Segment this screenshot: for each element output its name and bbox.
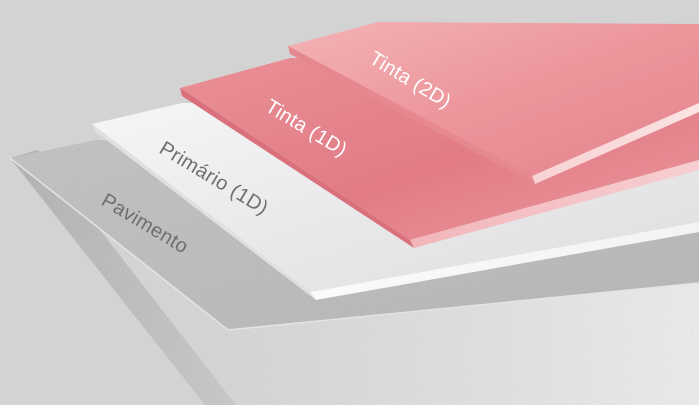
pavimento-edge	[9, 157, 699, 331]
tinta2-side-face	[288, 46, 535, 184]
primario-side-face	[92, 124, 316, 300]
pavimento-front-face	[228, 283, 699, 405]
tinta2-front-face	[532, 103, 699, 184]
layer-tinta2	[288, 22, 699, 184]
primario-front-face	[310, 222, 699, 300]
tinta1-front-face	[410, 160, 699, 248]
pavimento-left-face	[10, 150, 236, 405]
tinta2-top-face	[288, 22, 699, 176]
tinta1-side-face	[180, 88, 414, 248]
